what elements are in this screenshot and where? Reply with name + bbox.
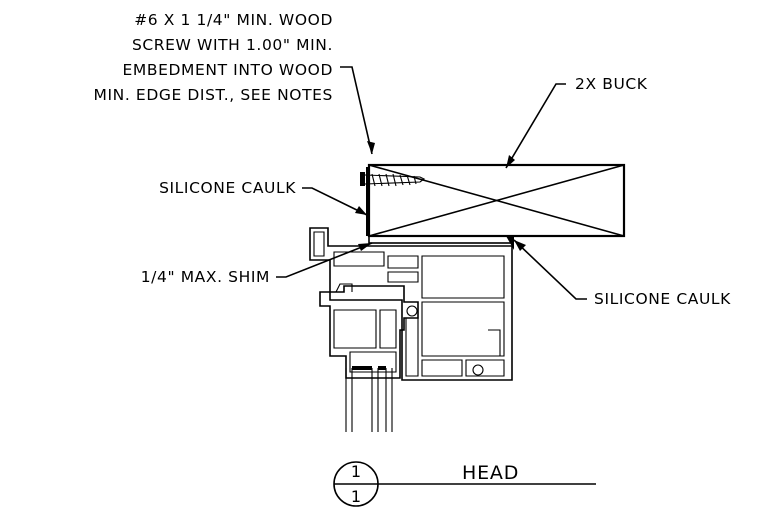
screw-note-line-4: MIN. EDGE DIST., SEE NOTES — [94, 86, 333, 104]
shim-leader — [276, 242, 373, 278]
sash-clip — [335, 283, 353, 293]
chamber-6 — [405, 317, 419, 377]
buck-leader — [505, 83, 566, 169]
chamber-8 — [465, 359, 505, 377]
screw-note: #6 X 1 1/4" MIN. WOOD SCREW WITH 1.00" M… — [94, 11, 333, 104]
spacer-2 — [378, 366, 386, 370]
wood-screw — [360, 172, 426, 187]
screw-head — [360, 172, 365, 186]
caulk-left-leader — [302, 187, 368, 216]
shim-arrowhead — [358, 243, 372, 251]
leader-lines — [276, 66, 587, 300]
sash-chamber-3 — [349, 351, 397, 373]
detail-tag: 1 1 HEAD — [333, 461, 596, 507]
weatherstrip-2 — [472, 364, 484, 376]
window-frame-profile — [309, 227, 513, 432]
buck-label: 2X BUCK — [575, 75, 648, 93]
sash-chamber-2 — [379, 309, 397, 349]
chamber-5 — [421, 301, 505, 357]
screw-note-line-1: #6 X 1 1/4" MIN. WOOD — [134, 11, 333, 29]
sash-profile — [319, 285, 419, 379]
caulk-label-left: SILICONE CAULK — [159, 179, 296, 197]
screw-note-line-2: SCREW WITH 1.00" MIN. — [132, 36, 333, 54]
caulk-bead-left — [366, 167, 370, 236]
sash-chamber-1 — [333, 309, 377, 349]
screw-threads — [371, 173, 417, 187]
screw-arrowhead — [367, 141, 375, 154]
screw-note-line-3: EMBEDMENT INTO WOOD — [122, 61, 333, 79]
detail-sheet: 1 — [351, 487, 361, 506]
frame-detail-1 — [488, 329, 501, 356]
chamber-4 — [421, 255, 505, 299]
weatherstrip-1 — [406, 305, 418, 317]
frame-outline — [309, 227, 513, 381]
detail-title: HEAD — [462, 462, 519, 484]
caulk-left-arrowhead — [355, 206, 367, 215]
buck-cross-2 — [368, 164, 625, 237]
chamber-3 — [387, 271, 419, 283]
screw-leader — [340, 66, 373, 155]
chamber-1 — [333, 251, 385, 267]
chamber-2 — [387, 255, 419, 269]
caulk-right-arrowhead — [514, 240, 526, 251]
chamber-7 — [421, 359, 463, 377]
detail-number: 1 — [351, 462, 361, 481]
caulk-right-leader — [513, 239, 587, 300]
shim-label: 1/4" MAX. SHIM — [141, 268, 270, 286]
screw-shank — [364, 174, 426, 185]
caulk-label-right: SILICONE CAULK — [594, 290, 731, 308]
frame-flange — [313, 231, 325, 257]
spacer-1 — [352, 366, 372, 370]
